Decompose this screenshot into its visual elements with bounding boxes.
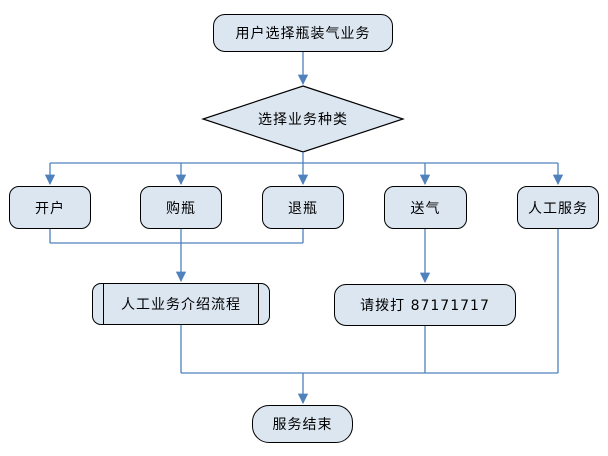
node-call-number-label: 请拨打 87171717: [360, 298, 490, 314]
node-start-label: 用户选择瓶装气业务: [235, 26, 371, 42]
node-buy-bottle: 购瓶: [140, 186, 222, 229]
node-decision-label: 选择业务种类: [258, 112, 348, 128]
node-end: 服务结束: [252, 405, 353, 443]
node-gas-delivery: 送气: [384, 186, 467, 229]
node-call-number: 请拨打 87171717: [334, 284, 516, 326]
node-open-account: 开户: [9, 186, 91, 229]
node-start: 用户选择瓶装气业务: [213, 14, 393, 52]
node-return-bottle-label: 退瓶: [288, 200, 318, 217]
node-end-label: 服务结束: [272, 417, 333, 433]
node-manual-service: 人工服务: [517, 186, 599, 229]
node-gas-delivery-label: 送气: [410, 200, 441, 217]
node-open-account-label: 开户: [35, 200, 65, 217]
node-return-bottle: 退瓶: [262, 186, 344, 229]
node-intro-process: 人工业务介绍流程: [92, 283, 270, 325]
node-intro-process-label: 人工业务介绍流程: [121, 297, 241, 313]
node-manual-service-label: 人工服务: [528, 200, 588, 217]
node-buy-bottle-label: 购瓶: [166, 200, 196, 217]
node-decision: 选择业务种类: [223, 105, 383, 133]
